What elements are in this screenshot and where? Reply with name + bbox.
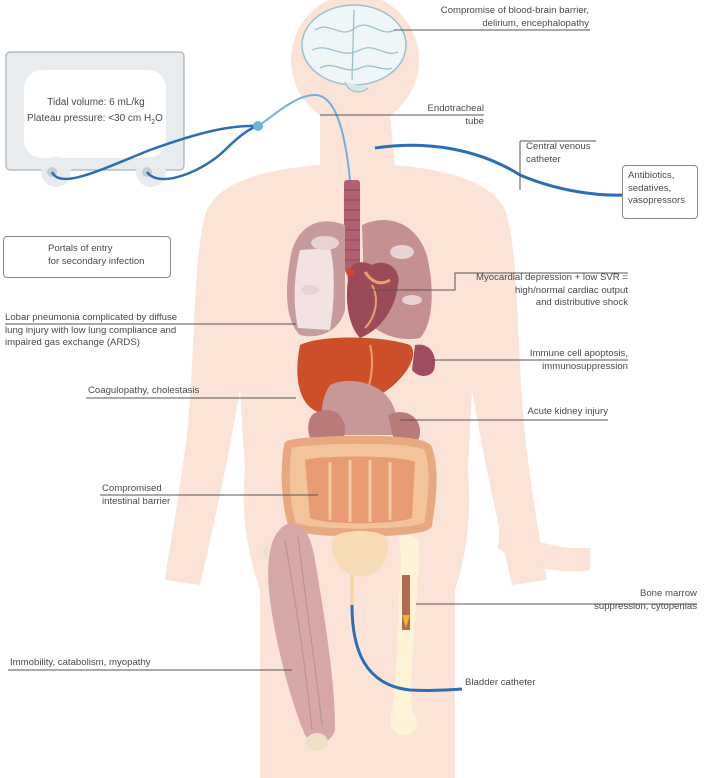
coagulopathy-label: Coagulopathy, cholestasis	[88, 385, 199, 398]
intestinal-line-1: Compromised	[102, 483, 162, 494]
brain-line-2: delirium, encephalopathy	[482, 17, 589, 29]
legend-line-2: for secondary infection	[48, 255, 145, 267]
central-venous-label: Central venous catheter	[526, 141, 591, 166]
intestinal-line-2: intestinal barrier	[102, 495, 171, 507]
kidney-line-1: Acute kidney injury	[527, 406, 608, 417]
leg-muscle	[263, 523, 335, 751]
intestinal-label: Compromised intestinal barrier	[102, 483, 170, 508]
antibiotics-label: Antibiotics, sedatives, vasopressors	[628, 170, 685, 208]
immune-line-1: Immune cell apoptosis,	[529, 348, 628, 359]
endotracheal-line-1: Endotracheal	[427, 103, 484, 114]
ventilator-tubing	[50, 93, 351, 181]
antibiotics-box	[622, 165, 698, 219]
bladder	[331, 531, 389, 577]
leader-lines	[5, 29, 697, 671]
bladder-line-1: Bladder catheter	[465, 677, 536, 688]
immune-line-2: immunosuppression	[542, 360, 628, 372]
cardiac-line-3: and distributive shock	[535, 297, 628, 308]
lung-line-2: lung injury with low lung compliance and	[5, 324, 177, 336]
bone-marrow-line-2: suppression, cytopenias	[594, 600, 697, 612]
plateau-pressure-label: Plateau pressure: <30 cm H2O	[22, 113, 168, 130]
bone-marrow-line-1: Bone marrow	[639, 588, 697, 599]
cardiac-label: Myocardial depression + low SVR = high/n…	[440, 272, 628, 310]
femur-bone	[390, 535, 419, 735]
central-venous-line-1: Central venous	[526, 141, 591, 152]
cardiac-line-1: Myocardial depression + low SVR =	[476, 272, 628, 283]
immobility-label: Immobility, catabolism, myopathy	[10, 657, 151, 670]
lung-line-3: impaired gas exchange (ARDS)	[5, 337, 140, 348]
antibiotics-line-1: Antibiotics,	[628, 170, 675, 181]
trachea	[344, 180, 360, 272]
plateau-prefix: Plateau pressure: <30 cm H	[27, 113, 152, 124]
intestines	[281, 435, 437, 537]
brain-label: Compromise of blood-brain barrier, delir…	[395, 5, 589, 30]
endotracheal-label: Endotracheal tube	[400, 103, 484, 128]
tidal-volume-label: Tidal volume: 6 mL/kg	[47, 97, 145, 108]
plateau-sub: 2	[151, 119, 156, 126]
bladder-label: Bladder catheter	[465, 677, 535, 690]
bone-marrow-label: Bone marrow suppression, cytopenias	[540, 588, 697, 613]
brain	[301, 4, 407, 93]
endotracheal-line-2: tube	[465, 115, 484, 127]
ventilator	[5, 51, 185, 187]
kidney-label: Acute kidney injury	[470, 406, 608, 419]
immune-label: Immune cell apoptosis, immunosuppression	[470, 348, 628, 373]
brain-line-1: Compromise of blood-brain barrier,	[440, 5, 589, 16]
legend-box	[3, 236, 171, 278]
legend-text: Portals of entry for secondary infection	[48, 243, 145, 268]
cardiac-line-2: high/normal cardiac output	[514, 284, 628, 296]
spleen	[412, 344, 436, 376]
heart	[346, 262, 399, 338]
central-venous-line-2: catheter	[526, 153, 561, 165]
lung-line-1: Lobar pneumonia complicated by diffuse	[5, 312, 178, 323]
plateau-suffix: O	[155, 113, 163, 124]
lung-label: Lobar pneumonia complicated by diffuse l…	[5, 312, 177, 350]
antibiotics-line-2: sedatives,	[628, 182, 672, 194]
immobility-line-1: Immobility, catabolism, myopathy	[10, 657, 151, 668]
coagulopathy-line-1: Coagulopathy, cholestasis	[88, 385, 200, 396]
legend-line-1: Portals of entry	[48, 243, 113, 254]
bladder-catheter-line	[350, 575, 463, 692]
antibiotics-line-3: vasopressors	[628, 195, 686, 206]
